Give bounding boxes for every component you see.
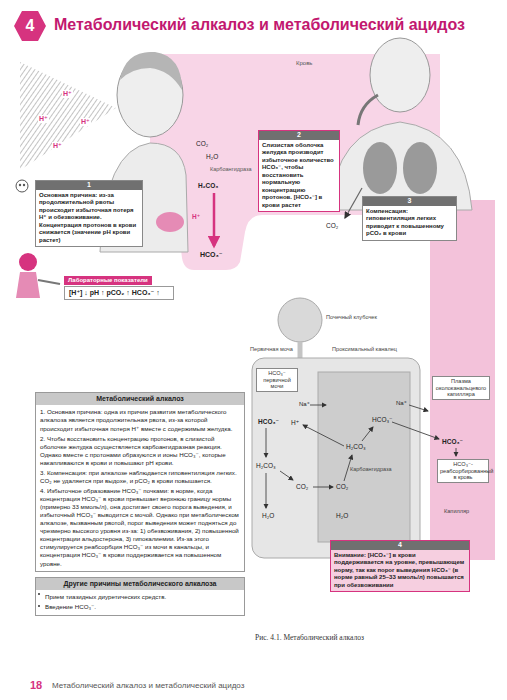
- lung: [403, 142, 437, 194]
- part-label: Проксимальный каналец: [332, 346, 397, 352]
- ion-label: H⁺: [52, 142, 63, 150]
- molecule-label: H₂CO₃: [346, 443, 366, 450]
- page-title: Метаболический алкалоз и метаболический …: [54, 16, 465, 34]
- part-name: HCO₃⁻- реабсорбированный в кровь: [438, 460, 488, 482]
- region-label: Кровь: [296, 60, 312, 67]
- reaction-arrow: [280, 471, 293, 480]
- lung: [363, 142, 397, 194]
- glomerulus-tube: [298, 342, 303, 360]
- reaction-arrow: [310, 405, 326, 406]
- skull-eye: [19, 184, 21, 186]
- lab-box: Лабораторные показатели[H⁺] ↓ pH ↑ pCO₂ …: [64, 268, 174, 300]
- step-number: 3: [363, 197, 456, 206]
- figure-caption: Рис. 4.1. Метаболический алкалоз: [255, 633, 364, 642]
- step-text: Основная причина: из-за продолжительной …: [36, 190, 142, 247]
- part-label: Первичная моча: [250, 346, 293, 352]
- ion-label: Na⁺: [396, 400, 407, 407]
- lab-figure-head: [19, 253, 37, 271]
- spray: [20, 62, 116, 170]
- capillary: [430, 200, 495, 560]
- running-footer: Метаболический алкалоз и метаболический …: [52, 681, 244, 690]
- ion-label: H⁺: [62, 90, 73, 98]
- step-number: 2: [259, 131, 339, 140]
- step-box: 1Основная причина: из-за продолжительной…: [35, 180, 143, 247]
- reaction-arrow: [392, 422, 439, 439]
- enzyme-label: Карбоангидраза: [210, 166, 252, 172]
- panel-item: 3. Компенсация: при алкалозе наблюдается…: [36, 468, 244, 486]
- reaction-arrow: [409, 405, 428, 411]
- reaction-arrow: [303, 425, 344, 446]
- text-panel: Метаболический алкалоз1. Основная причин…: [35, 392, 245, 572]
- reaction-arrow: [362, 427, 373, 441]
- ion-label: H⁺: [38, 115, 49, 123]
- part-label: Почечный клубочек: [326, 314, 377, 320]
- part-name: HCO₃⁻ первичной мочи: [257, 369, 297, 391]
- step-text: Внимание: [HCO₃⁻] в крови поддерживается…: [331, 550, 469, 592]
- part-label: Капилляр: [444, 508, 469, 514]
- step-box: 2Слизистая оболочка желудка производит и…: [258, 130, 340, 212]
- molecule-label: CO₂: [196, 140, 208, 147]
- part-name: Плазма околоканальцевого капилляра: [433, 377, 489, 399]
- enzyme-label: Карбоангидраза: [350, 466, 392, 472]
- tubule: [252, 358, 420, 558]
- ion-label: Na⁺: [299, 401, 310, 408]
- ion-label: H⁺: [80, 118, 91, 126]
- reaction-arrow: [313, 487, 333, 488]
- panel-item: Введение HCO₃⁻.: [36, 602, 244, 614]
- hco3-arrow: [213, 193, 216, 246]
- molecule-label: H₂CO₃: [198, 182, 218, 189]
- patient2-head: [370, 38, 430, 112]
- panel-item: Прием тиазидных диуретических средств.: [36, 590, 244, 602]
- chapter-number: 4: [21, 17, 39, 35]
- step-number: 1: [36, 181, 142, 190]
- ion-label: HCO₃⁻: [200, 251, 223, 259]
- step-number: 4: [331, 541, 469, 550]
- step-text: Компенсация: гиповентиляция легких приво…: [363, 206, 456, 240]
- part-box: HCO₃⁻- реабсорбированный в кровь: [437, 459, 489, 483]
- ion-label: HCO₃⁻: [442, 438, 463, 445]
- step-box: 3Компенсация: гиповентиляция легких прив…: [362, 196, 457, 241]
- step-box: 4Внимание: [HCO₃⁻] в крови поддерживаетс…: [330, 540, 470, 592]
- part-box: Плазма околоканальцевого капилляра: [432, 376, 490, 400]
- panel-heading: Метаболический алкалоз: [36, 393, 244, 405]
- molecule-label: CO₂: [336, 483, 348, 490]
- ion-label: HCO₃⁻: [372, 416, 393, 423]
- molecule-label: H₂O: [206, 153, 218, 160]
- reaction-arrow: [456, 448, 457, 456]
- lab-values: [H⁺] ↓ pH ↑ pCO₂ ↑ HCO₃⁻ ↑: [64, 286, 174, 300]
- lab-heading: Лабораторные показатели: [64, 276, 152, 285]
- stomach: [156, 212, 184, 232]
- molecule-label: H₂CO₃: [256, 462, 276, 469]
- panel-heading: Другие причины метаболического алкалоза: [36, 578, 244, 590]
- page-number: 18: [30, 679, 42, 692]
- ion-label: HCO₃⁻: [258, 418, 279, 425]
- glomerulus: [278, 298, 322, 342]
- co2-arrow: [345, 188, 362, 218]
- molecule-label: CO₂: [326, 222, 338, 229]
- panel-item: 2. Чтобы восстановить концентрацию прото…: [36, 434, 244, 468]
- molecule-label: CO₂: [296, 483, 308, 490]
- lab-figure-body: [16, 272, 40, 298]
- text-panel: Другие причины метаболического алкалозаП…: [35, 577, 245, 616]
- ion-label: H⁺: [291, 419, 299, 426]
- panel-item: 1. Основная причина: одна из причин разв…: [36, 405, 244, 433]
- skull-icon: [16, 180, 28, 192]
- reaction-arrow: [266, 473, 267, 508]
- panel-item: 4. Избыточное образование HCO₃⁻ почками:…: [36, 486, 244, 571]
- molecule-label: H₂O: [336, 512, 348, 519]
- skull-eye: [23, 184, 25, 186]
- molecule-label: H₂O: [262, 512, 274, 519]
- patient2-torso: [330, 122, 472, 210]
- reaction-arrow: [266, 428, 267, 457]
- patient-hair: [120, 52, 182, 90]
- breathing-tube: [358, 95, 378, 125]
- syringe: [38, 280, 60, 284]
- part-box: HCO₃⁻ первичной мочи: [256, 368, 298, 392]
- ion-label: H⁺: [192, 213, 200, 220]
- step-text: Слизистая оболочка желудка производит из…: [259, 140, 339, 212]
- tubule-cell: [318, 372, 410, 542]
- chapter-badge: [14, 11, 46, 41]
